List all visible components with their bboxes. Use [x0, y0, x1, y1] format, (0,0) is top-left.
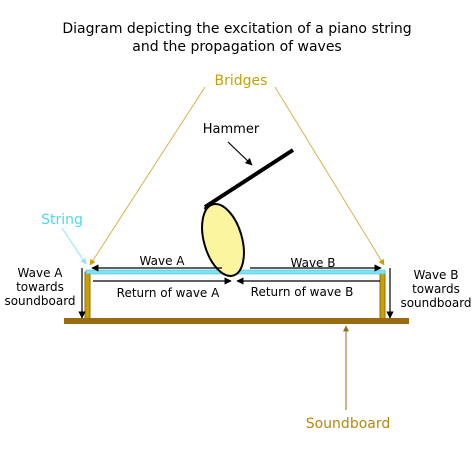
wave-a-label: Wave A — [140, 254, 186, 268]
bridge-pointer-left — [89, 86, 206, 266]
hammer-shank — [203, 148, 295, 209]
wave-a-towards-line-2: towards — [16, 280, 64, 294]
hammer-head — [201, 203, 245, 277]
wave-b-towards-line-3: soundboard — [400, 296, 471, 310]
bridge-pointer-right — [274, 86, 385, 266]
hammer-pointer — [227, 141, 253, 166]
soundboard — [64, 318, 409, 324]
hammer-label: Hammer — [203, 122, 260, 137]
string-label: String — [41, 212, 83, 228]
return-a-label: Return of wave A — [117, 286, 220, 300]
wave-a-towards-line-3: soundboard — [4, 294, 75, 308]
wave-b-label: Wave B — [291, 256, 336, 270]
return-b-label: Return of wave B — [251, 285, 354, 299]
soundboard-label: Soundboard — [306, 416, 391, 432]
wave-a-towards-line-1: Wave A — [18, 266, 64, 280]
wave-b-towards-line-1: Wave B — [414, 268, 459, 282]
wave-b-towards-line-2: towards — [412, 282, 460, 296]
title-line-1: Diagram depicting the excitation of a pi… — [62, 21, 411, 37]
title-line-2: and the propagation of waves — [132, 39, 341, 55]
bridge-left — [84, 271, 91, 321]
string-pointer — [61, 227, 87, 265]
bridge-right — [379, 271, 386, 321]
bridges-label: Bridges — [215, 73, 268, 89]
